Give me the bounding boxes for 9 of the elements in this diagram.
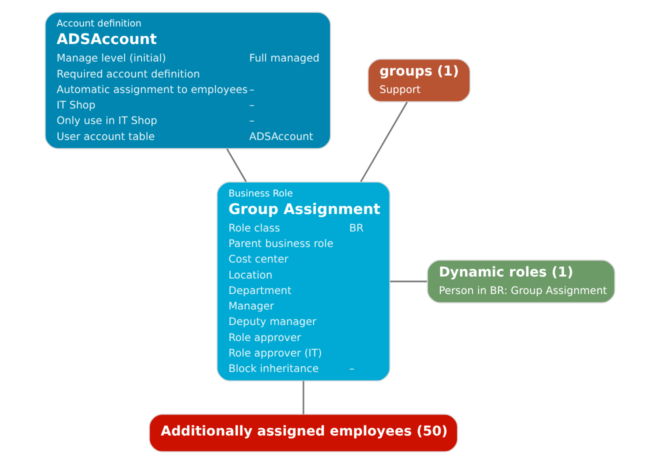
connector — [302, 380, 304, 414]
connector — [390, 280, 426, 282]
node-box: groups (1) Support — [367, 58, 470, 102]
node-box: Dynamic roles (1) Person in BR: Group Assignment — [426, 260, 615, 304]
connector — [226, 148, 246, 182]
connector — [360, 102, 408, 182]
node-box: Business Role Group Assignment Role class BR Parent business role Cost center Location Department Manager Deputy manager Role approver Role approver (IT) Block inheritance – — [216, 181, 390, 382]
node-box: Account definition ADSAccount Manage level (initial) Full managed Required account definition Automatic assignment to employees– IT Shop – Only use in IT Shop – User account table ADSAccount — [44, 12, 331, 150]
node-box: Additionally assigned employees (50) — [148, 414, 458, 452]
